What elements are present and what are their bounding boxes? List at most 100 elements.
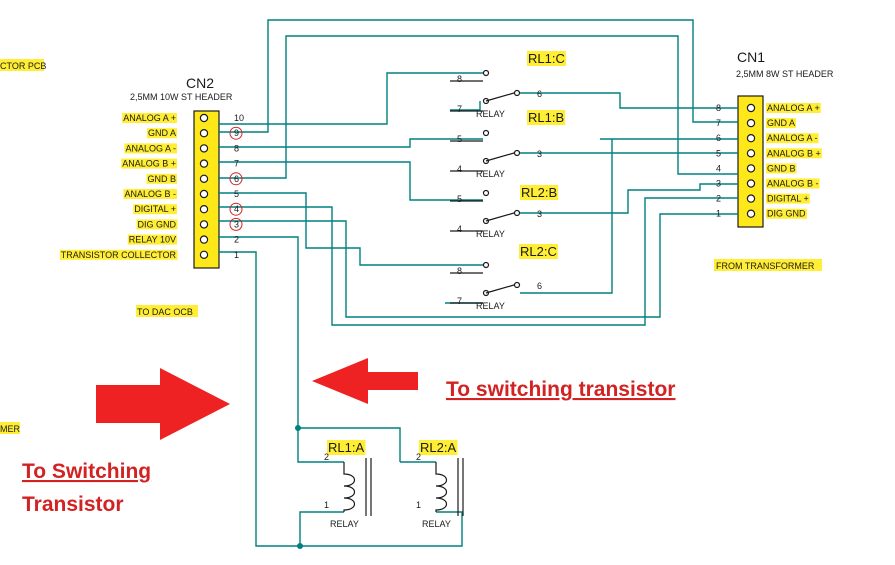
cn1-pin-label-highlight bbox=[766, 148, 822, 159]
relay-coil-name: RL1:A bbox=[328, 440, 364, 455]
cn2-footer-highlight bbox=[136, 305, 198, 317]
cn2-pin-circle-mark bbox=[229, 126, 243, 140]
annotation-right-label: To switching transistor bbox=[446, 378, 675, 401]
cn2-pin-label: DIGITAL + bbox=[133, 204, 177, 215]
cn1-pin-label-text: ANALOG B + bbox=[767, 148, 821, 158]
relay-switch-name: RL2:C bbox=[520, 244, 557, 259]
cn2-pin-label-text: TRANSISTOR COLLECTOR bbox=[61, 250, 177, 260]
relay-coil-name: RL2:A bbox=[420, 440, 456, 455]
cn1-pin-label: ANALOG B - bbox=[766, 178, 820, 189]
relay-part-label: RELAY bbox=[476, 301, 505, 311]
cn2-pin-label-text: RELAY 10V bbox=[129, 235, 176, 245]
cn2-pin-label-text: ANALOG B - bbox=[124, 189, 176, 199]
coil-pin-top: 2 bbox=[324, 452, 329, 462]
cn1-pin-7 bbox=[746, 118, 756, 128]
contact-top bbox=[482, 261, 490, 269]
cn1-name: CN1 bbox=[737, 49, 765, 65]
relay-part-label: RELAY bbox=[476, 109, 505, 119]
contact-common bbox=[513, 209, 521, 217]
annotation-left-label-line1: To Switching bbox=[22, 460, 151, 483]
contact-out-number: 3 bbox=[537, 149, 542, 159]
cn2-footer: TO DAC OCB bbox=[137, 307, 193, 317]
cn1-pin-label-highlight bbox=[766, 178, 820, 189]
relay-switch-name-highlight bbox=[527, 110, 566, 125]
cn1-pin-1 bbox=[746, 209, 756, 218]
cn2-pin-label-highlight bbox=[123, 189, 177, 199]
contact-top-number: 8 bbox=[457, 266, 462, 276]
cn1-pin-label-text: ANALOG A - bbox=[767, 133, 818, 143]
relay-switch-name: RL2:B bbox=[521, 185, 557, 200]
cn2-pin-label: ANALOG A + bbox=[122, 113, 177, 123]
cn1-pin-label-highlight bbox=[766, 208, 808, 219]
cn2-pin-number: 7 bbox=[234, 159, 239, 169]
cn2-pin-label-highlight bbox=[59, 249, 178, 260]
cn2-pin-label-text: ANALOG A + bbox=[123, 113, 176, 123]
cn2-pin-label: GND B bbox=[146, 173, 177, 184]
cn2-pin-label-highlight bbox=[146, 128, 177, 139]
contact-mid-number: 7 bbox=[457, 104, 462, 114]
cn1-connector: CN1 2,5MM 8W ST HEADER FROM TRANSFORMER bbox=[714, 49, 834, 271]
cn2-pin-8 bbox=[199, 144, 209, 153]
cn2-pin-label-highlight bbox=[136, 219, 178, 230]
contact-top-number: 5 bbox=[457, 194, 462, 204]
cn1-pin-number: 1 bbox=[716, 209, 721, 219]
relay-part-label: RELAY bbox=[476, 169, 505, 179]
cn1-footer-highlight bbox=[714, 259, 822, 271]
cn2-pin-label-text: GND B bbox=[147, 174, 176, 184]
cn1-pin-label: ANALOG B + bbox=[766, 148, 822, 159]
wire-cn2-8 bbox=[218, 138, 483, 148]
cn2-pin-label: GND A bbox=[146, 128, 177, 139]
cn1-pin-number: 5 bbox=[716, 148, 721, 158]
cn2-pin-6 bbox=[199, 174, 209, 183]
cn2-pin-label-text: ANALOG A - bbox=[125, 143, 176, 153]
cn2-pin-number: 2 bbox=[234, 235, 239, 245]
edge-label-mid-highlight bbox=[0, 422, 20, 434]
coil-pin-top: 2 bbox=[416, 452, 421, 462]
coil-pin-bottom: 1 bbox=[416, 500, 421, 510]
arrow-left-pointing bbox=[312, 358, 418, 404]
cn1-desc: 2,5MM 8W ST HEADER bbox=[736, 69, 834, 79]
contact-mid-number: 7 bbox=[457, 296, 462, 306]
wires bbox=[218, 19, 738, 549]
wire-cn2-5 bbox=[218, 192, 483, 266]
coil-winding bbox=[343, 462, 356, 512]
edge-label-top: CTOR PCB bbox=[0, 61, 46, 71]
contact-mid-number: 4 bbox=[457, 164, 462, 174]
cn1-pin-number: 8 bbox=[716, 103, 721, 113]
cn2-pin-label-text: GND A bbox=[148, 128, 176, 138]
edge-label-mid: MER bbox=[0, 424, 21, 434]
wire-rl1c-pin7 bbox=[450, 101, 481, 111]
wire-coil1-top bbox=[297, 428, 344, 463]
cn2-pin-number: 8 bbox=[234, 143, 239, 153]
cn2-pin-label-highlight bbox=[133, 204, 177, 215]
cn2-pin-1 bbox=[199, 250, 209, 259]
cn1-pin-label: GND B bbox=[766, 163, 797, 174]
cn1-pin-label-text: GND B bbox=[767, 163, 796, 173]
cn1-pin-4 bbox=[746, 164, 756, 173]
cn2-pin-label: ANALOG A - bbox=[124, 143, 177, 154]
cn2-pin-circle-mark bbox=[229, 202, 243, 216]
coil-winding bbox=[435, 462, 448, 512]
cn2-pin-label-highlight bbox=[122, 113, 177, 123]
contact-out-number: 3 bbox=[537, 209, 542, 219]
relay-switch-name: RL1:B bbox=[528, 110, 564, 125]
contact-out-number: 6 bbox=[537, 89, 542, 99]
cn2-pin-2 bbox=[199, 235, 209, 244]
relay-switch-name: RL1:C bbox=[528, 51, 565, 66]
cn2-pin-10 bbox=[199, 113, 209, 123]
cn2-pin-label-highlight bbox=[121, 158, 177, 169]
cn1-pin-label-text: DIG GND bbox=[767, 209, 806, 219]
relay-switch-name-highlight bbox=[519, 244, 558, 259]
cn1-pin-3 bbox=[746, 179, 756, 188]
wire-cn2-3 bbox=[218, 213, 738, 318]
relay-part-label: RELAY bbox=[476, 229, 505, 239]
cn1-footer: FROM TRANSFORMER bbox=[716, 261, 815, 271]
wire-cn2-4 bbox=[218, 197, 738, 326]
